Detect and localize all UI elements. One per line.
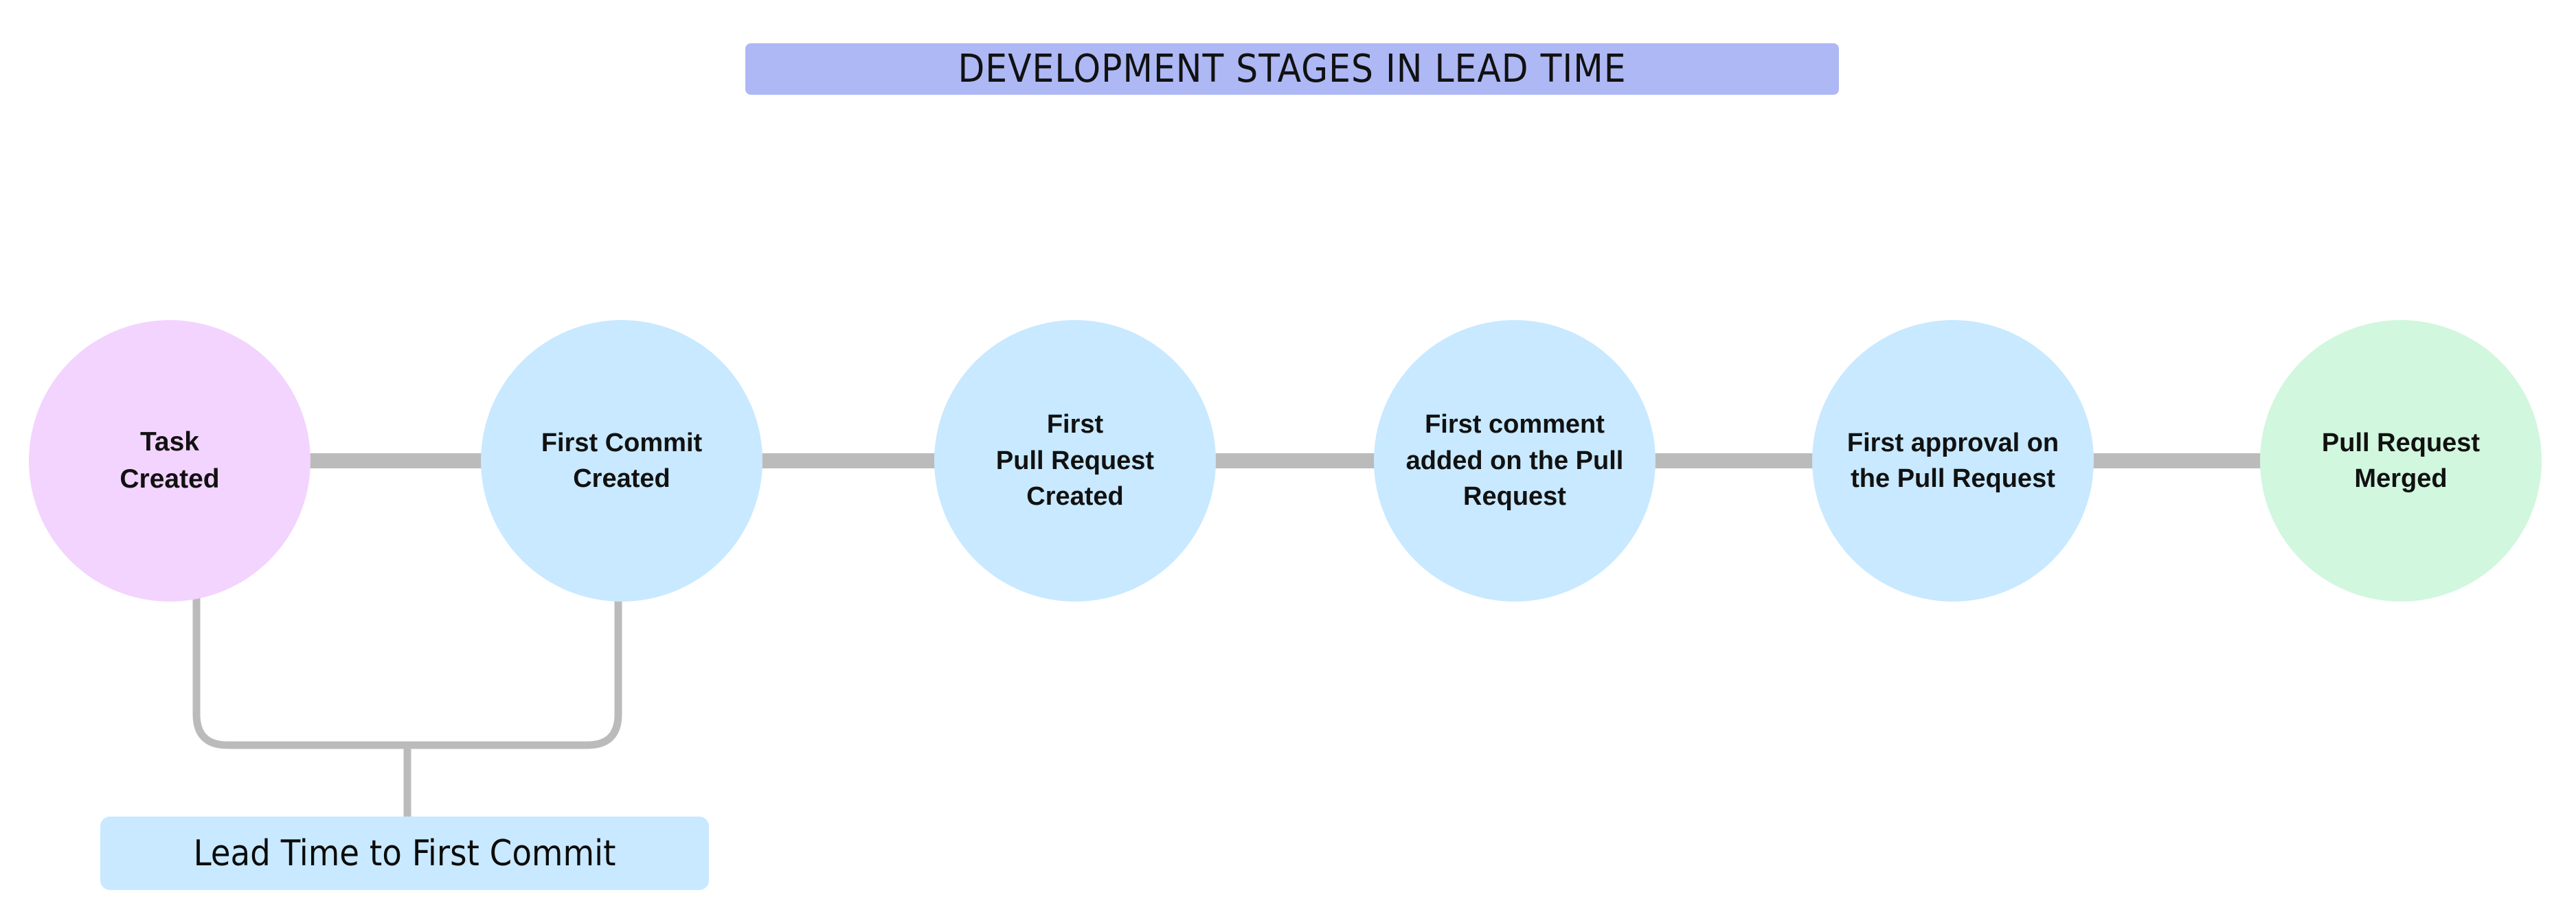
bracket-path [192, 591, 622, 749]
stage-label: Task Created [120, 427, 220, 494]
stage-label: First approval on the Pull Request [1846, 428, 2059, 493]
stage-node-first-pr-created[interactable]: First Pull Request Created [934, 320, 1216, 602]
stage-node-first-approval[interactable]: First approval on the Pull Request [1812, 320, 2094, 602]
connector-2-3 [754, 453, 941, 468]
lead-time-bracket [192, 591, 622, 819]
stage-label: First Commit Created [541, 428, 703, 493]
stage-label: First Pull Request Created [995, 410, 1155, 512]
connector-4-5 [1647, 453, 1819, 468]
stage-node-pr-merged[interactable]: Pull Request Merged [2260, 320, 2542, 602]
diagram-title-banner: DEVELOPMENT STAGES IN LEAD TIME [745, 43, 1839, 95]
stage-node-first-comment[interactable]: First comment added on the Pull Request [1374, 320, 1656, 602]
stage-node-first-commit[interactable]: First Commit Created [481, 320, 762, 602]
stage-label: Pull Request Merged [2321, 428, 2481, 493]
connector-5-6 [2086, 453, 2267, 468]
stage-node-task-created[interactable]: Task Created [29, 320, 310, 602]
connector-1-2 [302, 453, 488, 468]
page-title: DEVELOPMENT STAGES IN LEAD TIME [958, 46, 1627, 91]
lead-time-annotation-box[interactable]: Lead Time to First Commit [100, 817, 709, 890]
stage-label: First comment added on the Pull Request [1405, 410, 1624, 512]
lead-time-annotation-label: Lead Time to First Commit [193, 832, 616, 874]
connector-3-4 [1208, 453, 1381, 468]
